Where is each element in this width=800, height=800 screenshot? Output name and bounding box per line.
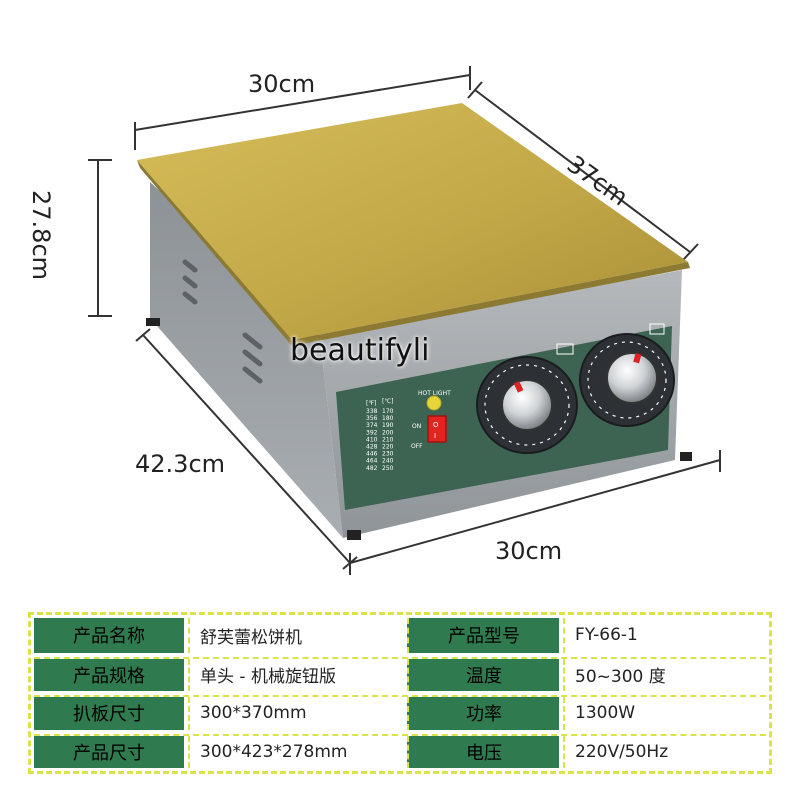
hot-plate [137, 103, 688, 340]
bottom-width-label: 30cm [495, 537, 563, 565]
temp-f-value: 464 [366, 458, 378, 465]
temp-f-value: 482 [366, 465, 378, 472]
spec-value: 舒芙蕾松饼机 [188, 618, 403, 653]
spec-label: 功率 [407, 697, 559, 730]
spec-label: 温度 [407, 658, 559, 691]
spec-value: 300*370mm [188, 697, 403, 730]
watermark: beautifyli [290, 333, 430, 368]
off-label: OFF [411, 443, 423, 450]
spec-value: 50~300 度 [563, 658, 766, 691]
temp-c-value: 250 [382, 465, 394, 472]
temp-c-value: 220 [382, 444, 394, 451]
spec-label: 产品型号 [407, 618, 559, 653]
temp-f-value: 374 [366, 422, 378, 429]
hot-light-indicator [426, 395, 442, 411]
spec-label: 产品名称 [34, 618, 184, 653]
temp-header-c: [℃] [382, 398, 393, 405]
temperature-knob[interactable] [476, 356, 578, 454]
temp-header-f: [℉] [366, 400, 376, 407]
temp-f-value: 356 [366, 415, 378, 422]
temp-c-value: 170 [382, 408, 394, 415]
spec-value: 1300W [563, 697, 766, 730]
timer-icon [649, 323, 665, 335]
temp-f-value: 392 [366, 429, 378, 436]
temp-f-value: 338 [366, 408, 378, 415]
spec-value: FY-66-1 [563, 618, 766, 653]
machine-side [150, 182, 343, 538]
on-label: ON [412, 423, 421, 430]
timer-knob[interactable] [579, 333, 675, 427]
temp-c-value: 200 [382, 429, 394, 436]
length-label: 42.3cm [135, 450, 226, 478]
switch-off-mark: I [434, 432, 436, 440]
machine-drawing: O I HOT LIGHT ON OFF [℉] [℃] 33835637439… [88, 66, 721, 575]
switch-on-mark: O [433, 421, 439, 429]
temp-c-value: 210 [382, 436, 394, 443]
dimension-lines [88, 66, 721, 575]
top-width-label: 30cm [248, 70, 316, 98]
spec-value: 220V/50Hz [563, 735, 766, 768]
spec-label: 扒板尺寸 [34, 697, 184, 730]
foot [347, 530, 361, 540]
spec-label: 产品尺寸 [34, 735, 184, 768]
hot-light-label: HOT LIGHT [418, 390, 451, 397]
temp-c-value: 190 [382, 422, 394, 429]
foot [680, 452, 692, 461]
foot [146, 318, 160, 326]
temp-f-value: 428 [366, 444, 378, 451]
temp-c-value: 230 [382, 451, 394, 458]
temperature-icon [556, 343, 574, 355]
spec-value: 300*423*278mm [188, 735, 403, 768]
temp-c-value: 240 [382, 458, 394, 465]
temp-c-value: 180 [382, 415, 394, 422]
side-vents [182, 259, 263, 384]
spec-value: 单头 - 机械旋钮版 [188, 658, 403, 691]
temp-f-value: 410 [366, 436, 378, 443]
temp-f-value: 446 [366, 451, 378, 458]
power-switch[interactable] [427, 415, 447, 443]
spec-label: 电压 [407, 735, 559, 768]
height-label: 27.8cm [27, 190, 55, 281]
spec-label: 产品规格 [34, 658, 184, 691]
